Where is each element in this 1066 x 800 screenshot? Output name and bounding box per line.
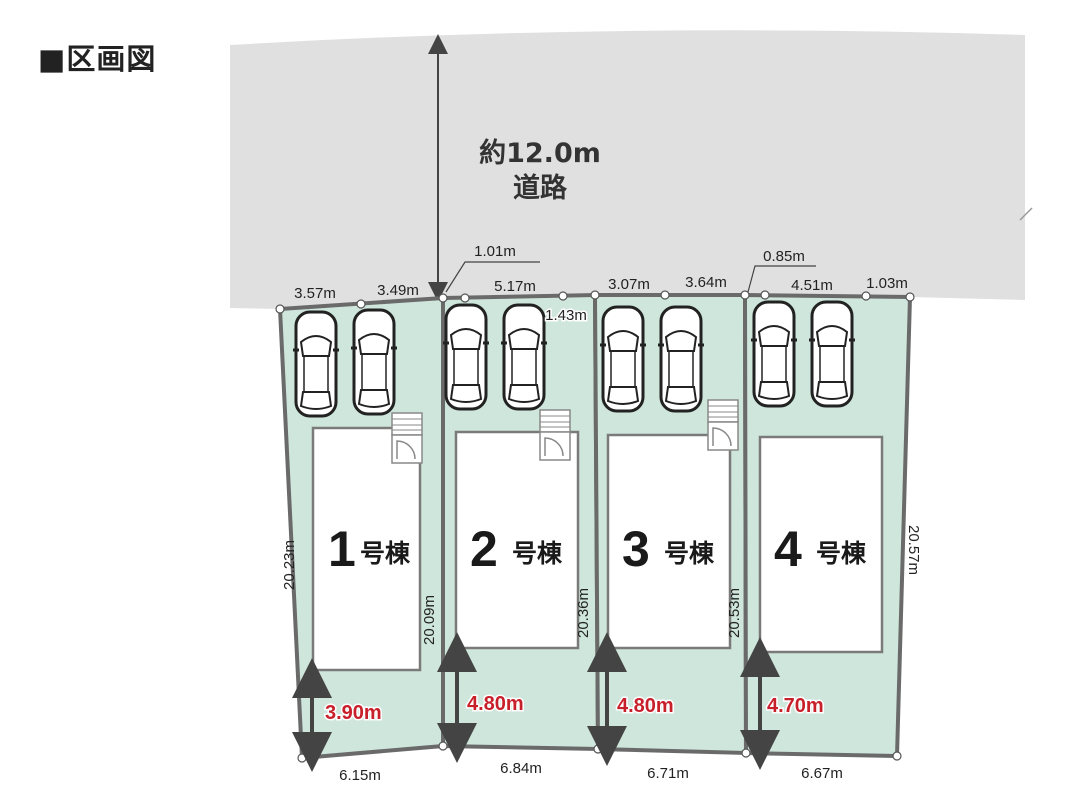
diagram-mark	[356, 299, 366, 309]
diagram-mark	[741, 748, 751, 758]
diagram-mark: 号棟	[360, 539, 411, 568]
dim-rear: 6.71m	[647, 765, 689, 782]
dim-side: 20.36m	[575, 588, 592, 638]
diagram-mark: 号棟	[816, 539, 867, 568]
car-icon	[749, 300, 799, 408]
dim-frontage: 1.43m	[545, 307, 587, 324]
dim-side: 20.23m	[281, 540, 298, 590]
lot-2-label: 2 号棟	[470, 521, 563, 577]
dim-frontage: 3.57m	[294, 285, 336, 302]
entrance-2	[539, 409, 571, 461]
car-icon	[441, 303, 491, 411]
entrance-1	[391, 412, 423, 464]
dim-frontage: 1.01m	[474, 243, 516, 260]
diagram-mark	[740, 290, 750, 300]
dim-side: 20.53m	[726, 588, 743, 638]
dim-frontage: 1.03m	[866, 275, 908, 292]
diagram-mark	[905, 292, 915, 302]
diagram-mark: 3	[622, 521, 650, 577]
dim-frontage: 0.85m	[763, 248, 805, 265]
dim-frontage: 4.51m	[791, 277, 833, 294]
diagram-mark	[590, 290, 600, 300]
dim-rear: 6.67m	[801, 765, 843, 782]
diagram-mark	[593, 744, 603, 754]
diagram-mark	[892, 751, 902, 761]
diagram-mark	[438, 293, 448, 303]
dim-frontage: 3.07m	[608, 276, 650, 293]
diagram-mark	[760, 290, 770, 300]
dim-rear: 6.84m	[500, 760, 542, 777]
page-title: ■区画図	[38, 42, 157, 76]
diagram-mark: 4	[774, 521, 802, 577]
diagram-mark: 1	[328, 521, 356, 577]
house-1	[311, 426, 422, 672]
diagram-mark	[558, 291, 568, 301]
garden-depth: 3.90m	[325, 702, 382, 724]
dim-rear: 6.15m	[339, 767, 381, 784]
entrance-3	[707, 399, 739, 451]
car-icon	[598, 305, 648, 413]
diagram-mark: 2	[470, 521, 498, 577]
garden-depth: 4.80m	[617, 695, 674, 717]
dim-side: 20.09m	[421, 595, 438, 645]
diagram-mark	[275, 304, 285, 314]
leader-line	[747, 265, 816, 293]
road	[230, 30, 1025, 310]
diagram-mark	[861, 291, 871, 301]
leader-line	[445, 261, 540, 293]
car-icon	[291, 310, 341, 418]
house-3	[606, 433, 732, 650]
lot-4-label: 4 号棟	[774, 521, 867, 577]
lot-3-label: 3 号棟	[622, 521, 715, 577]
road-width-label: 約12.0m	[479, 137, 601, 169]
dim-frontage: 3.64m	[685, 274, 727, 291]
dim-frontage: 5.17m	[494, 278, 536, 295]
car-icon	[656, 305, 706, 413]
diagram-mark: 号棟	[664, 539, 715, 568]
house-2	[454, 430, 580, 650]
road-label: 道路	[513, 172, 568, 204]
diagram-mark	[460, 293, 470, 303]
car-icon	[807, 300, 857, 408]
diagram-mark: 号棟	[512, 539, 563, 568]
car-icon	[349, 308, 399, 416]
diagram-mark	[660, 290, 670, 300]
diagram-mark	[1019, 207, 1033, 221]
car-icon	[499, 303, 549, 411]
diagram-mark	[297, 753, 307, 763]
garden-depth: 4.70m	[767, 695, 824, 717]
dim-side: 20.57m	[905, 525, 922, 575]
dim-frontage: 3.49m	[377, 282, 419, 299]
house-4	[758, 435, 884, 654]
garden-depth: 4.80m	[467, 693, 524, 715]
diagram-mark	[438, 741, 448, 751]
